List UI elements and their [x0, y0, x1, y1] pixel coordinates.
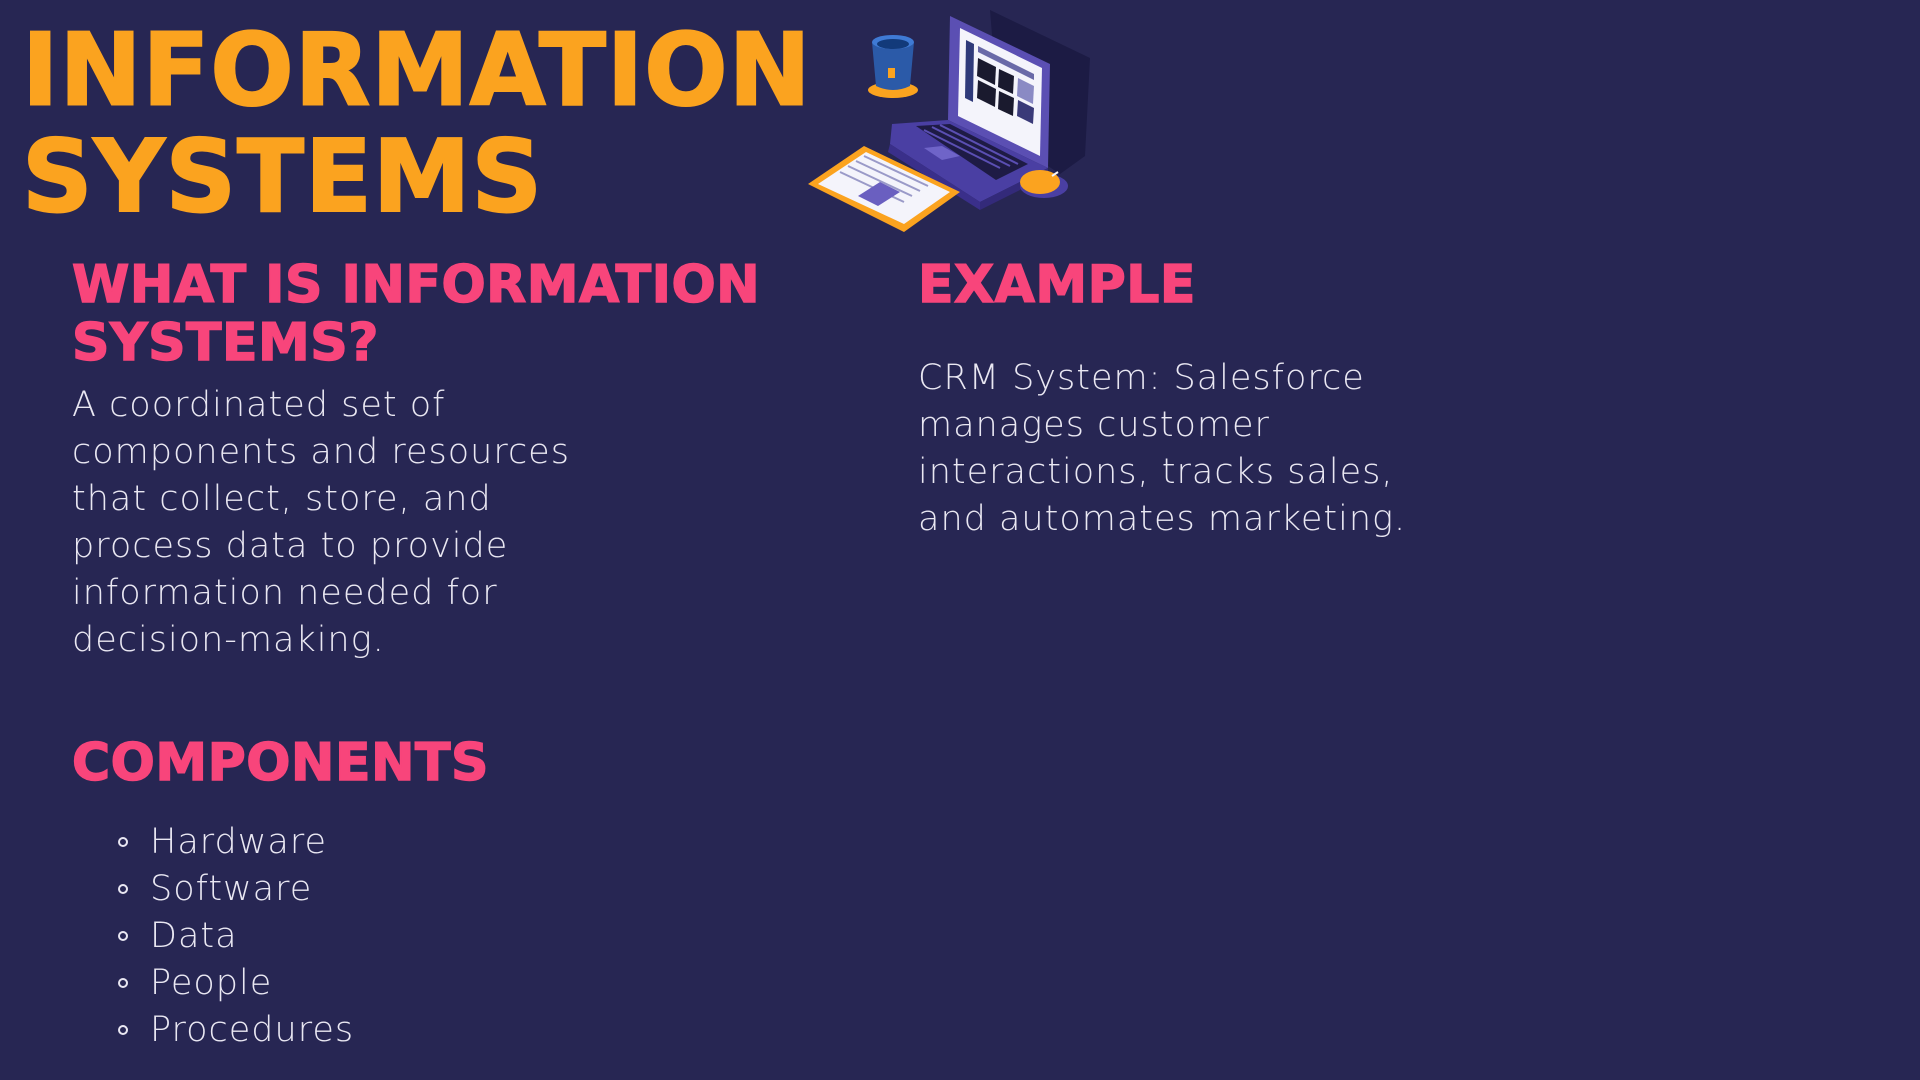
- list-item: Procedures: [118, 1006, 354, 1053]
- bullet-icon: [118, 1024, 128, 1035]
- slide-title: INFORMATION SYSTEMS: [21, 12, 812, 236]
- list-item-label: Software: [150, 868, 313, 909]
- definition-text: A coordinated set of components and reso…: [72, 385, 570, 660]
- slide-title-line-2: SYSTEMS: [21, 118, 544, 236]
- bullet-icon: [118, 883, 128, 894]
- list-item: Data: [118, 912, 354, 959]
- bullet-icon: [118, 977, 128, 988]
- example-text: CRM System: Salesforce manages customer …: [918, 358, 1407, 539]
- example-heading: EXAMPLE: [917, 255, 1196, 315]
- bullet-icon: [118, 930, 128, 941]
- list-item-label: Data: [150, 915, 238, 956]
- bullet-icon: [118, 836, 128, 847]
- list-item-label: People: [150, 962, 273, 1003]
- list-item-label: Hardware: [150, 821, 327, 862]
- laptop-workspace-icon: [800, 6, 1090, 246]
- slide-title-line-1: INFORMATION: [21, 12, 812, 130]
- list-item: Hardware: [118, 818, 354, 865]
- components-list: Hardware Software Data People Procedures: [118, 818, 354, 1053]
- list-item-label: Procedures: [150, 1009, 355, 1050]
- components-heading: COMPONENTS: [71, 733, 489, 793]
- what-is-heading: WHAT IS INFORMATION SYSTEMS?: [71, 255, 761, 373]
- list-item: People: [118, 959, 354, 1006]
- list-item: Software: [118, 865, 354, 912]
